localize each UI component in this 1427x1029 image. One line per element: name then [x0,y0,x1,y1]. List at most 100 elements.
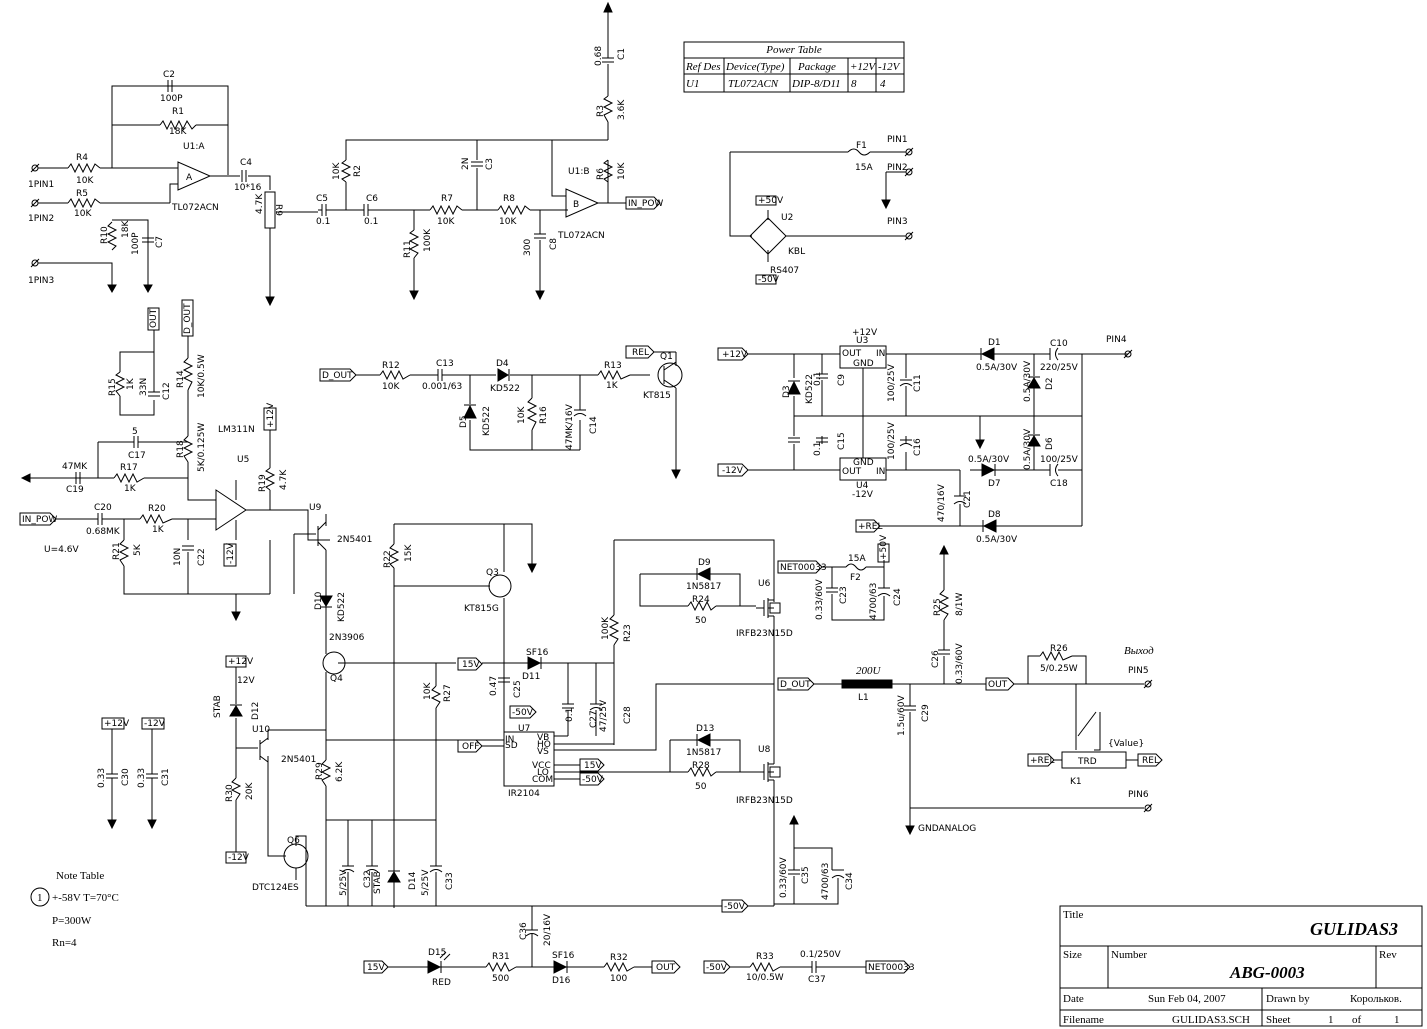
u10-ref: U10 [252,725,270,735]
filename-label: Filename [1063,1014,1104,1026]
diode-icon [1027,377,1041,389]
c2-ref: C2 [163,70,175,80]
net-flag-m50v: -50V [579,772,605,786]
of-label: of [1352,1014,1362,1026]
note-marker: 1 [37,892,43,904]
q3-value: KT815G [464,604,499,614]
net-flag-label: -50V [724,902,746,912]
transistor-q3-icon [488,574,512,598]
c5-ref: C5 [316,194,328,204]
net-flag-in-pow: IN_POW [19,512,57,526]
r11-value: 100K [423,228,433,252]
d9-value: 1N5817 [686,582,721,592]
u7-pin: LO [537,768,549,778]
c7-ref: C7 [155,236,165,248]
c37-value: 0.1/250V [800,950,842,960]
power-table-header: -12V [878,61,901,73]
diode-icon [527,656,542,670]
power-table-header: Ref Des [685,61,721,73]
r21-value: 5K [133,543,143,556]
r17-value: 1K [124,484,137,494]
r23-ref: R23 [623,624,633,642]
gnd-analog-label: GNDANALOG [918,824,976,834]
d15-value: RED [432,978,451,988]
u4-voltage: -12V [852,490,874,500]
ground-arrow-icon [975,439,985,450]
pin-label: PIN3 [887,217,908,227]
decoupling-caps: +12V -12V 0.33 C30 0.33 C31 [97,717,171,830]
r4-value: 10K [76,176,94,186]
note-line: Rn=4 [52,937,77,949]
diode-icon [463,404,477,419]
u3-gnd-pin: GND [853,359,874,369]
r20-ref: R20 [148,504,166,514]
c18-value: 100/25V [1040,455,1079,465]
r28-ref: R28 [692,761,710,771]
d2-value: 0.5A/30V [1023,360,1033,402]
c11-value: 100/25V [887,363,897,402]
net-flag-m12v [225,851,247,864]
pin-label: 1PIN1 [28,180,54,190]
drawing-number: ABG-0003 [1229,963,1305,982]
net-flag-m50v: -50V [509,705,537,719]
number-label: Number [1111,949,1147,961]
power-table-header: Device(Type) [725,61,785,73]
r33-value: 10/0.5W [746,973,784,983]
c33-ref: C33 [445,872,455,890]
d8-value: 0.5A/30V [976,535,1018,545]
net-flag-label: -50V [582,775,604,785]
drawn-by: Корольков. [1350,993,1402,1005]
d16-ref: D16 [552,976,571,986]
d15-ref: D15 [428,948,446,958]
sheet-total: 1 [1394,1014,1400,1026]
f2-ref: F2 [850,573,861,583]
d4-value: KD522 [490,384,520,394]
opamp-u1b-icon [565,188,600,218]
relay-value: {Value} [1108,739,1144,749]
pin-terminal-icon [30,163,40,173]
c33-value: 5/25V [421,869,431,896]
c11-ref: C11 [913,374,923,392]
d2-ref: D2 [1045,377,1055,390]
net-flag-label: 15V [462,660,480,670]
net-flag-out: OUT [651,960,681,974]
c37-ref: C37 [808,975,826,985]
r15-ref: R15 [108,378,118,396]
r32-ref: R32 [610,953,628,963]
q1-value: KT815 [643,391,671,401]
r7-value: 10K [437,217,455,227]
net-flag-p50v [877,543,890,563]
ground-arrow-icon [905,825,915,836]
net-flag-label: -50V [758,275,780,285]
r30-ref: R30 [225,784,235,802]
u8-value: IRFB23N15D [736,796,793,806]
power-table-title: Power Table [765,44,822,56]
transistor-q6-icon [283,843,309,869]
r9-value: 4.7K [255,193,265,214]
note-line: +-58V T=70°C [52,892,119,904]
net-flag-net00033: NET00033 [865,960,915,974]
ground-arrow-icon [881,199,891,210]
power-stage: R22 15K Q3 KT815G 15V SF16 D11 0.47 C25 … [306,523,1163,913]
l1-ref: L1 [858,693,869,703]
u4-ref: U4 [856,481,869,491]
pin-label: 1PIN3 [28,276,54,286]
pin-label: PIN6 [1128,790,1149,800]
ground-arrow-icon [231,611,241,622]
c21-ref: C21 [963,490,973,508]
input-stage: 1PIN1 1PIN2 1PIN3 R4 10K R5 10K C2 100P … [28,1,663,307]
pin-label: PIN5 [1128,666,1149,676]
net-flag-label: +12V [104,719,130,729]
r32-value: 100 [610,974,627,984]
r9-ref: R9 [273,204,283,216]
c28-value: 47/25V [599,699,609,732]
net-flag-label: -50V [706,963,728,973]
arrow-left-icon [20,473,31,483]
supply-arrow-icon [603,1,613,13]
u2-type: KBL [788,247,805,257]
c29-value: 1.5u/60V [897,694,907,736]
d3-value: KD522 [805,374,815,404]
d14-type: STAB [373,871,383,894]
r8-ref: R8 [503,194,515,204]
c21-value: 470/16V [937,483,947,522]
